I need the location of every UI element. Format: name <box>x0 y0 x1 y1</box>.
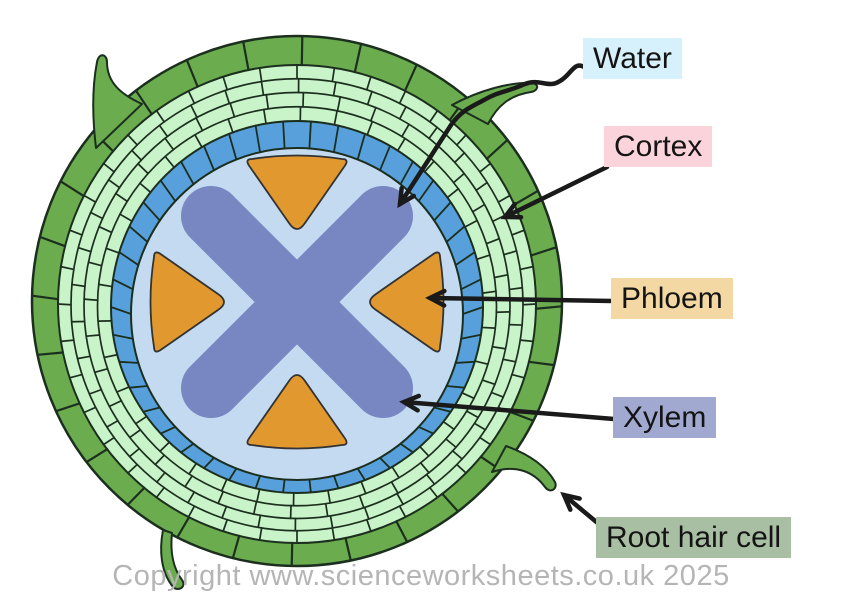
root-hair-top-right <box>451 81 539 125</box>
xylem-arrow <box>399 393 617 422</box>
phloem-patch-right <box>369 251 445 353</box>
copyright-text: Copyright www.scienceworksheets.co.uk 20… <box>112 560 730 592</box>
label-water: Water <box>583 38 682 79</box>
root-hair-bottom-right <box>491 445 557 492</box>
phloem-patch-left <box>149 251 225 353</box>
label-cortex: Cortex <box>604 126 713 167</box>
xylem-shape <box>181 186 413 418</box>
phloem-patch-bottom <box>246 374 348 450</box>
root-hair-bottom-left <box>160 529 185 590</box>
phloem-arrow <box>425 288 615 308</box>
cortex-arrow <box>500 164 610 220</box>
label-phloem: Phloem <box>611 278 733 319</box>
label-root-hair-cell: Root hair cell <box>596 517 792 558</box>
water-arrow <box>397 63 587 209</box>
label-xylem: Xylem <box>613 397 717 438</box>
root-hair-top-left <box>92 54 143 149</box>
cell-grid <box>30 34 564 568</box>
phloem-patch-top <box>246 154 348 230</box>
